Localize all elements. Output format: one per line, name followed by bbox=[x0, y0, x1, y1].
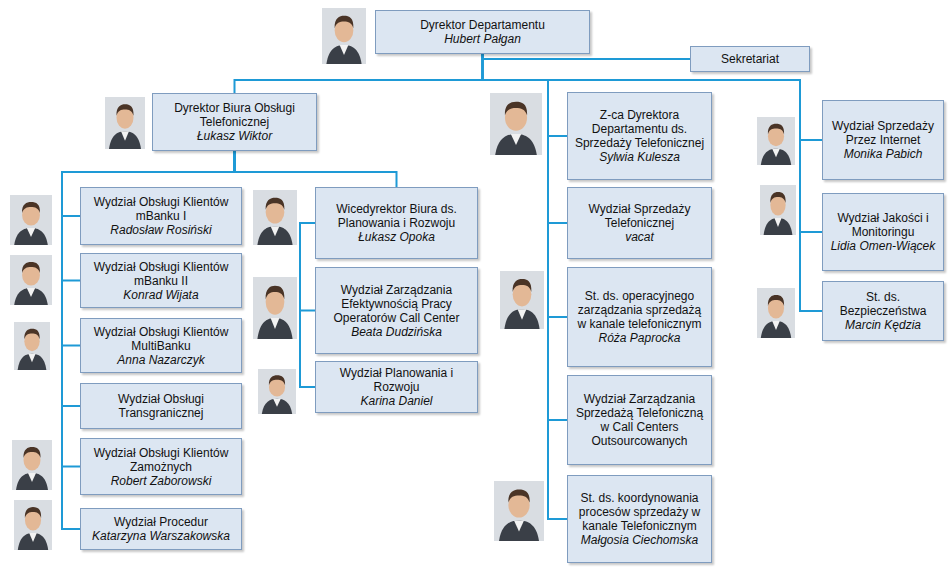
org-box: Wydział Sprzedaży Przez InternetMonika P… bbox=[822, 100, 944, 180]
position-title: Wydział Zarządzania Sprzedażą Telefonicz… bbox=[573, 392, 706, 448]
org-box: Wydział Jakości i MonitoringuLidia Omen-… bbox=[822, 193, 944, 271]
org-box: Z-ca Dyrektora Departamentu ds. Sprzedaż… bbox=[567, 92, 712, 180]
org-connector bbox=[235, 54, 483, 93]
person-name: Lidia Omen-Wiącek bbox=[828, 239, 938, 253]
org-box: Wicedyrektor Biura ds. Planowania i Rozw… bbox=[315, 187, 478, 259]
person-name: Robert Zaborowski bbox=[86, 474, 236, 488]
person-name: Róża Paprocka bbox=[573, 331, 706, 345]
person-name: Sylwia Kulesza bbox=[573, 150, 706, 164]
person-photo bbox=[757, 288, 795, 338]
position-title: Wydział Obsługi Transgranicznej bbox=[86, 392, 236, 420]
person-name: Łukasz Wiktor bbox=[158, 129, 311, 143]
org-box: Wydział Obsługi Klientów MultiBankuAnna … bbox=[80, 318, 242, 373]
person-name: Katarzyna Warszakowska bbox=[86, 529, 236, 543]
position-title: Wydział Sprzedaży Przez Internet bbox=[828, 119, 938, 147]
org-box: Sekretariat bbox=[690, 46, 810, 72]
position-title: Wydział Obsługi Klientów MultiBanku bbox=[86, 325, 236, 353]
org-box: Wydział Zarządzania Efektywnością Pracy … bbox=[315, 267, 478, 354]
org-box: Wydział Sprzedaży Telefonicznejvacat bbox=[567, 187, 712, 259]
person-photo bbox=[253, 190, 297, 245]
position-title: Wicedyrektor Biura ds. Planowania i Rozw… bbox=[321, 202, 472, 230]
person-photo bbox=[12, 440, 52, 490]
org-box: Dyrektor Biura Obsługi TelefonicznejŁuka… bbox=[152, 93, 317, 151]
org-box: St. ds. koordynowania procesów sprzedaży… bbox=[567, 475, 712, 563]
org-box: Wydział Obsługi Klientów ZamożnychRobert… bbox=[80, 438, 242, 495]
position-title: Wydział Procedur bbox=[86, 515, 236, 529]
org-box: St. ds. BezpieczeństwaMarcin Kędzia bbox=[822, 281, 944, 341]
position-title: Dyrektor Departamentu bbox=[381, 18, 584, 32]
org-connector bbox=[483, 54, 691, 59]
org-box: Dyrektor DepartamentuHubert Pałgan bbox=[375, 10, 590, 54]
person-name: Konrad Wijata bbox=[86, 288, 236, 302]
person-photo bbox=[14, 322, 50, 370]
position-title: Wydział Sprzedaży Telefonicznej bbox=[573, 202, 706, 230]
position-title: Wydział Planowania i Rozwoju bbox=[321, 366, 472, 394]
org-connector bbox=[548, 136, 567, 317]
position-title: Wydział Jakości i Monitoringu bbox=[828, 211, 938, 239]
person-name: Hubert Pałgan bbox=[381, 32, 584, 46]
person-name: Małgosia Ciechomska bbox=[573, 533, 706, 547]
person-name: Radosław Rosiński bbox=[86, 223, 236, 237]
person-photo bbox=[760, 185, 796, 235]
person-name: Beata Dudzińska bbox=[321, 325, 472, 339]
person-name: vacat bbox=[573, 230, 706, 244]
position-title: Z-ca Dyrektora Departamentu ds. Sprzedaż… bbox=[573, 108, 706, 150]
position-title: Wydział Zarządzania Efektywnością Pracy … bbox=[321, 283, 472, 325]
person-photo bbox=[494, 481, 544, 541]
org-connector bbox=[300, 223, 315, 311]
person-photo bbox=[322, 8, 366, 64]
person-photo bbox=[10, 255, 52, 305]
person-photo bbox=[10, 195, 52, 245]
org-connector bbox=[548, 136, 567, 519]
person-photo bbox=[14, 500, 52, 550]
person-photo bbox=[105, 97, 145, 149]
org-box: Wydział Obsługi Transgranicznej bbox=[80, 383, 242, 429]
org-box: Wydział Planowania i RozwojuKarina Danie… bbox=[315, 361, 478, 413]
position-title: Wydział Obsługi Klientów Zamożnych bbox=[86, 446, 236, 474]
person-photo bbox=[500, 271, 544, 329]
position-title: Sekretariat bbox=[696, 52, 804, 66]
person-name: Łukasz Opoka bbox=[321, 230, 472, 244]
org-box: Wydział ProcedurKatarzyna Warszakowska bbox=[80, 508, 242, 550]
org-box: Wydział Obsługi Klientów mBanku IRadosła… bbox=[80, 187, 242, 245]
position-title: St. ds. koordynowania procesów sprzedaży… bbox=[573, 491, 706, 533]
person-name: Anna Nazarczyk bbox=[86, 353, 236, 367]
org-connector bbox=[300, 223, 315, 387]
org-connector bbox=[483, 54, 568, 136]
person-name: Monika Pabich bbox=[828, 147, 938, 161]
person-name: Marcin Kędzia bbox=[828, 318, 938, 332]
person-photo bbox=[253, 277, 297, 339]
person-photo bbox=[258, 369, 296, 414]
position-title: St. ds. Bezpieczeństwa bbox=[828, 290, 938, 318]
org-connector bbox=[548, 136, 567, 420]
org-box: St. ds. operacyjnego zarządzania sprzeda… bbox=[567, 267, 712, 367]
position-title: St. ds. operacyjnego zarządzania sprzeda… bbox=[573, 289, 706, 331]
position-title: Wydział Obsługi Klientów mBanku II bbox=[86, 260, 236, 288]
position-title: Wydział Obsługi Klientów mBanku I bbox=[86, 195, 236, 223]
org-connector bbox=[548, 136, 567, 223]
person-photo bbox=[757, 117, 795, 165]
org-connector bbox=[235, 151, 397, 187]
org-box: Wydział Obsługi Klientów mBanku IIKonrad… bbox=[80, 253, 242, 308]
org-box: Wydział Zarządzania Sprzedażą Telefonicz… bbox=[567, 375, 712, 465]
person-photo bbox=[490, 93, 542, 155]
person-name: Karina Daniel bbox=[321, 394, 472, 408]
org-connector bbox=[62, 151, 235, 346]
position-title: Dyrektor Biura Obsługi Telefonicznej bbox=[158, 101, 311, 129]
